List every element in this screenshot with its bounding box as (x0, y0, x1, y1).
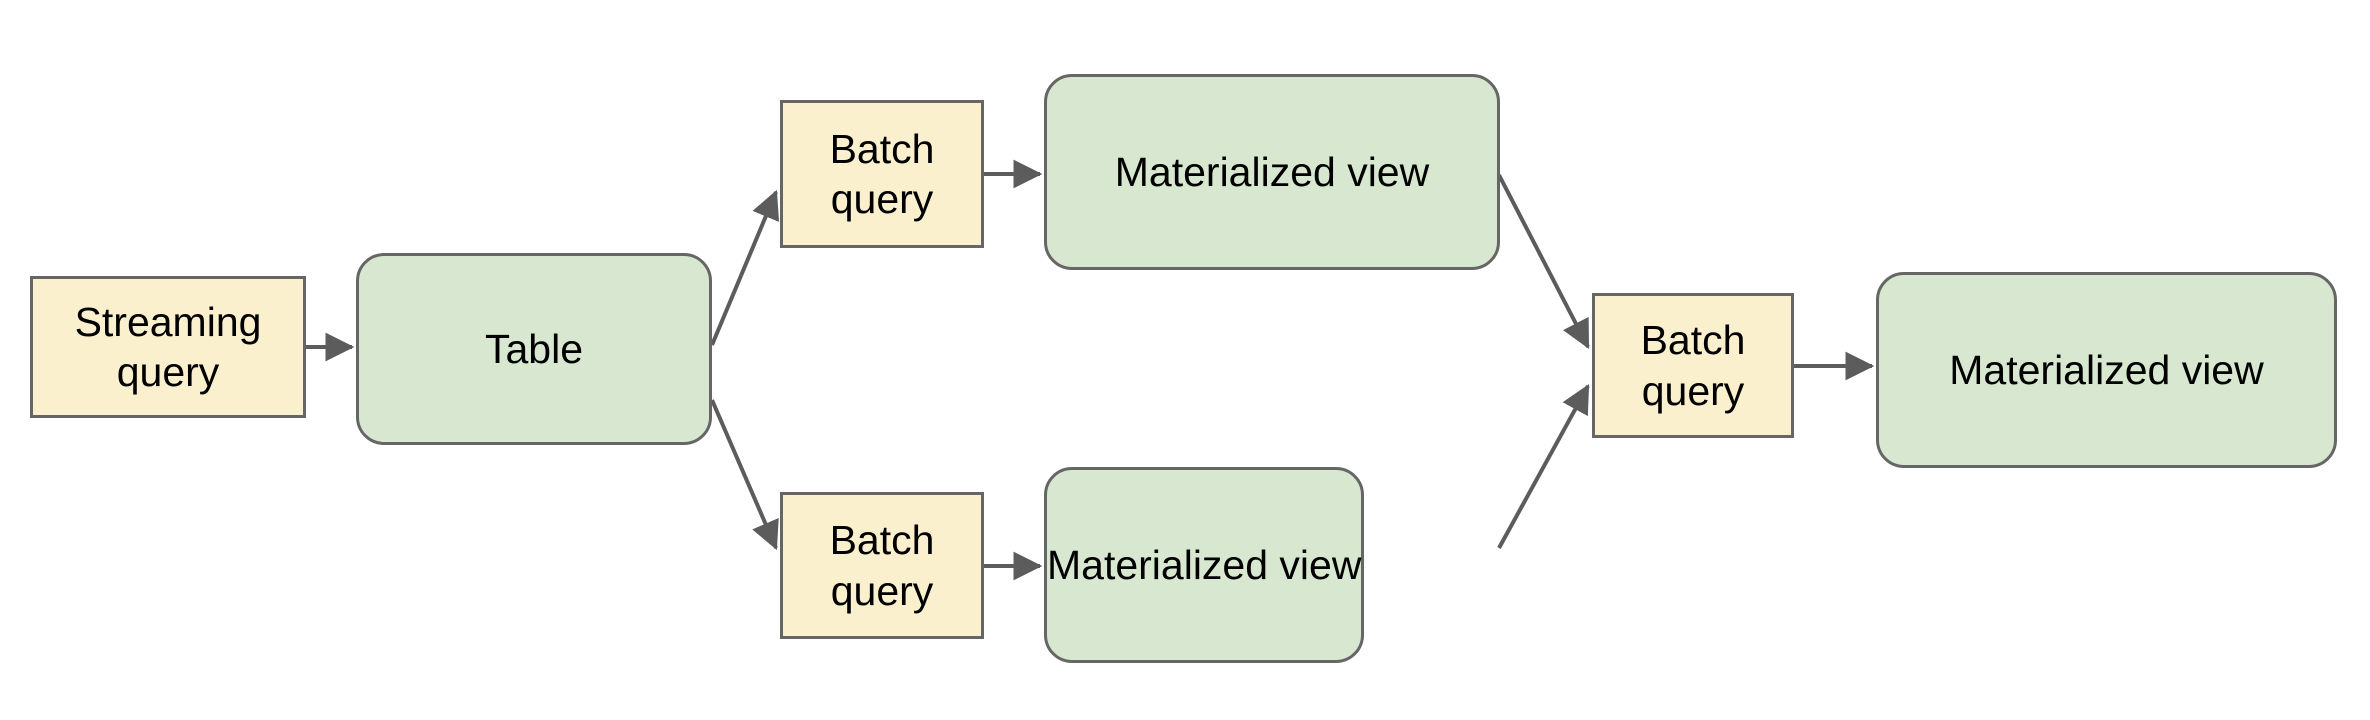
edge-materialized-view-bottom-to-batch-query-center (1497, 383, 1590, 549)
edge-table-to-batch-query-top (710, 189, 780, 346)
node-materialized-view-top[interactable]: Materialized view (1044, 74, 1500, 270)
node-batch-query-top[interactable]: Batch query (780, 100, 984, 248)
node-table[interactable]: Table (356, 253, 712, 445)
node-batch-query-bottom[interactable]: Batch query (780, 492, 984, 639)
node-batch-query-center[interactable]: Batch query (1592, 293, 1794, 438)
node-streaming-query[interactable]: Streaming query (30, 276, 306, 418)
node-materialized-view-right[interactable]: Materialized view (1876, 272, 2337, 468)
node-materialized-view-bottom[interactable]: Materialized view (1044, 467, 1365, 663)
edge-materialized-view-top-to-batch-query-center (1497, 174, 1590, 350)
edge-table-to-batch-query-bottom (710, 399, 779, 551)
